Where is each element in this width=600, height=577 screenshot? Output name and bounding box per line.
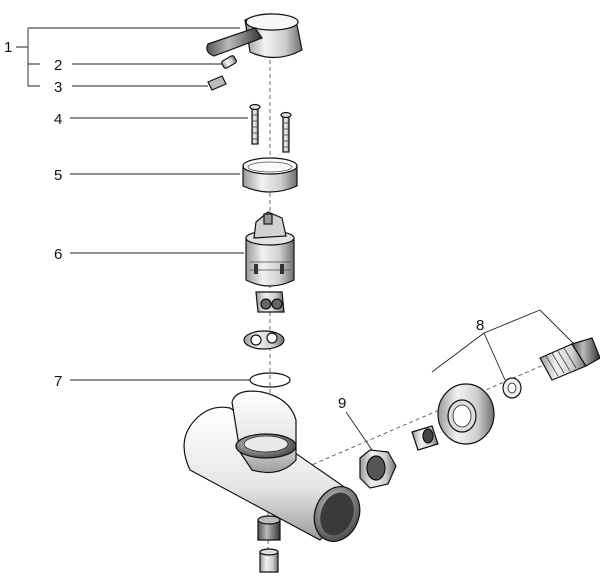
union-nut [359,425,439,489]
leader-1 [16,27,240,87]
cartridge [245,211,295,287]
mixer-body [183,390,361,542]
callout-9: 9 [338,395,346,412]
callout-6: 6 [54,246,62,263]
cartridge-seals [243,291,285,350]
grub-screw [221,55,237,69]
callout-labels: 1 2 3 4 5 6 7 8 9 [4,39,484,412]
cover-sleeve [242,157,298,193]
escutcheon-set [437,337,600,445]
leader-9 [345,411,373,451]
diverter-parts [257,515,281,573]
leader-8 [431,309,583,381]
cartridge-screws [249,103,292,153]
callout-4: 4 [54,111,62,128]
lever-handle [206,13,303,59]
o-ring [249,372,291,388]
callout-5: 5 [54,167,62,184]
callout-1: 1 [4,39,12,56]
indicator-cap [207,75,227,91]
callout-8: 8 [476,317,484,334]
callout-7: 7 [54,373,62,390]
callout-3: 3 [54,79,62,96]
callout-2: 2 [54,57,62,74]
leader-lines [16,27,583,451]
